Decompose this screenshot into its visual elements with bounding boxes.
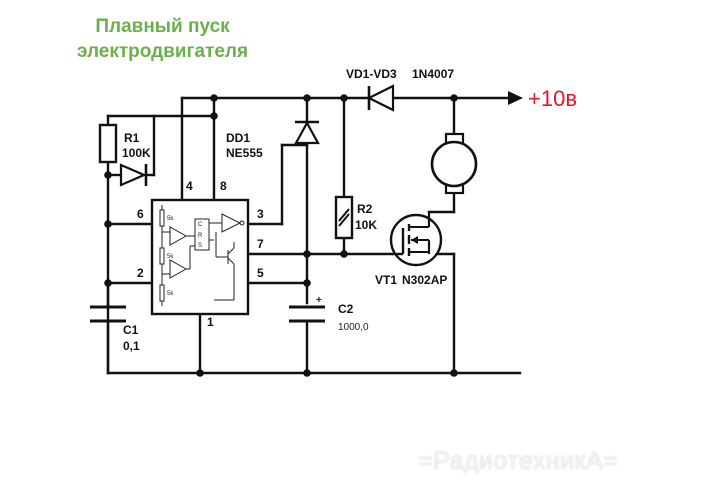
c2-value: 1000,0 — [338, 322, 369, 333]
diodes-part: 1N4007 — [412, 67, 454, 81]
diode-vd-vertical — [294, 120, 320, 145]
capacitor-c1 — [90, 305, 126, 323]
ic-ff-s: S — [198, 243, 202, 249]
page-title: Плавный пуск электродвигателя — [55, 14, 270, 64]
resistor-r1 — [98, 123, 118, 164]
title-line-1: Плавный пуск — [95, 16, 230, 37]
watermark: =РадиотехникА= — [418, 447, 619, 475]
title-line-2: электродвигателя — [76, 41, 249, 62]
r2-value: 10K — [355, 218, 377, 232]
supply-arrow — [508, 91, 523, 105]
diode-vd-r1 — [119, 163, 148, 187]
r2-designator: R2 — [357, 202, 373, 216]
capacitor-c2 — [289, 305, 325, 323]
supply-label: +10в — [528, 86, 577, 111]
ic-pin-5: 5 — [257, 266, 264, 280]
r1-value: 100K — [122, 146, 151, 160]
ic-pin-6: 6 — [137, 207, 144, 221]
ic-pin-8: 8 — [220, 179, 227, 193]
junction-dots — [104, 94, 458, 377]
ic-res-label-3: 5k — [167, 291, 174, 297]
ic-ne555 — [150, 198, 250, 316]
r1-designator: R1 — [124, 131, 140, 145]
ic-ff-c: C — [198, 222, 203, 228]
c1-value: 0,1 — [123, 339, 140, 353]
vt1-designator: VT1 — [375, 273, 397, 287]
dd1-designator: DD1 — [226, 131, 250, 145]
ic-res-label-2: 5k — [167, 254, 174, 260]
resistor-r2 — [334, 195, 354, 240]
ic-pin-4: 4 — [186, 179, 193, 193]
ic-pin-3: 3 — [257, 207, 264, 221]
c1-designator: C1 — [123, 323, 139, 337]
ic-res-label-1: 5k — [167, 216, 174, 222]
vt1-part: N302AP — [402, 273, 447, 287]
dd1-part: NE555 — [226, 146, 263, 160]
ic-pin-2: 2 — [137, 266, 144, 280]
diode-vd-series — [366, 84, 395, 112]
c2-polarity: + — [316, 295, 322, 306]
ic-ff-r: R — [198, 233, 203, 239]
ic-pin-7: 7 — [257, 237, 264, 251]
motor-icon — [430, 132, 478, 195]
c2-designator: C2 — [338, 302, 354, 316]
ic-pin-1: 1 — [207, 315, 214, 329]
diodes-designator: VD1-VD3 — [346, 67, 397, 81]
mosfet-vt1-icon — [389, 212, 443, 267]
